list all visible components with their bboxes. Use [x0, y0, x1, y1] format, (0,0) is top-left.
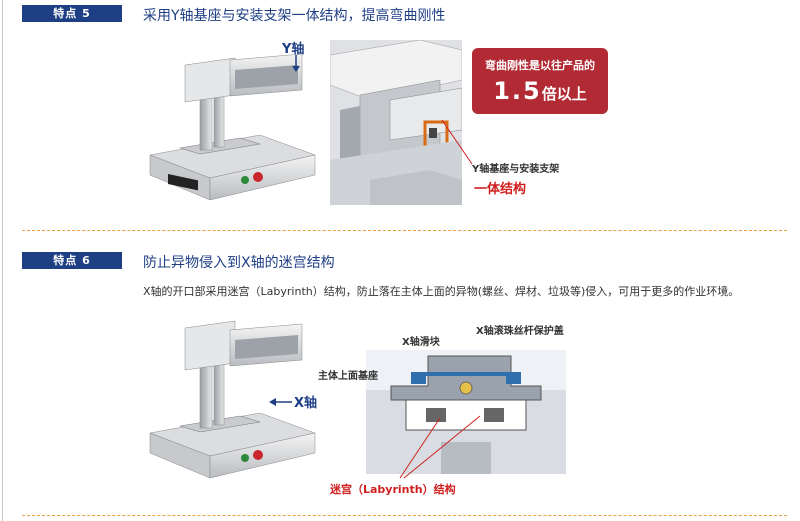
left-border [2, 0, 3, 521]
feature-5-tag: 特点 5 [22, 5, 122, 22]
robot-image-2 [149, 320, 316, 479]
section-divider [22, 230, 787, 231]
section-divider-bottom [22, 515, 787, 516]
labyrinth-diagram [366, 350, 566, 474]
feature-5-title: 采用Y轴基座与安装支架一体结构，提高弯曲刚性 [143, 8, 446, 24]
rigidity-badge: 弯曲刚性是以往产品的 1.5倍以上 [472, 48, 608, 114]
feature-6-title: 防止异物侵入到X轴的迷宫结构 [143, 255, 335, 271]
x-axis-arrow [269, 398, 292, 406]
badge-number: 1.5 [493, 77, 542, 105]
ball-screw-cover-label: X轴滚珠丝杆保护盖 [476, 326, 564, 337]
feature-6-description: X轴的开口部采用迷宫（Labyrinth）结构，防止落在主体上面的异物(螺丝、焊… [143, 285, 740, 298]
labyrinth-leader-lines [399, 415, 481, 479]
labyrinth-structure-label: 迷宫（Labyrinth）结构 [330, 483, 456, 496]
x-axis-label: X轴 [294, 396, 318, 411]
x-slider-label: X轴滑块 [402, 337, 440, 348]
callout-integrated-structure: 一体结构 [474, 182, 527, 197]
y-axis-label: Y轴 [282, 42, 305, 57]
badge-suffix: 倍以上 [541, 85, 587, 103]
y-axis-arrow [292, 55, 300, 72]
callout-leader-line [441, 119, 473, 165]
feature-6-tag: 特点 6 [22, 252, 122, 269]
main-base-label: 主体上面基座 [318, 371, 378, 382]
robot-image [149, 53, 316, 201]
callout-y-base-bracket: Y轴基座与安装支架 [472, 164, 560, 175]
y-base-closeup-image [330, 40, 462, 205]
badge-line1: 弯曲刚性是以往产品的 [485, 59, 595, 72]
